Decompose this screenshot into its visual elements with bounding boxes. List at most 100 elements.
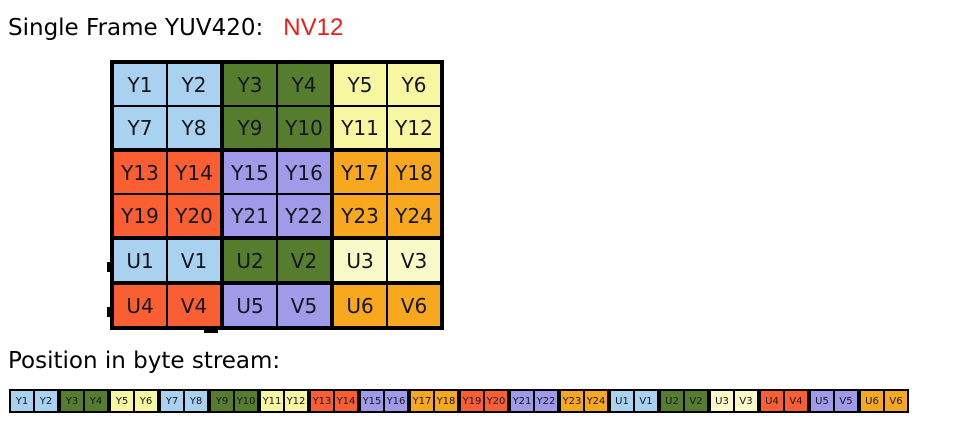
grid-cell-u6: U6 bbox=[333, 284, 387, 327]
grid-cell-y6: Y6 bbox=[387, 63, 441, 106]
grid-cell-v1: V1 bbox=[167, 239, 221, 282]
diagram-title: Single Frame YUV420: NV12 bbox=[8, 14, 343, 42]
stream-cell-y3: Y3 bbox=[60, 390, 84, 412]
grid-cell-y15: Y15 bbox=[223, 151, 277, 194]
grid-cell-y22: Y22 bbox=[277, 194, 331, 237]
stream-cell-v2: V2 bbox=[684, 390, 708, 412]
grid-cell-v2: V2 bbox=[277, 239, 331, 282]
grid-cell-y19: Y19 bbox=[113, 194, 167, 237]
grid-cell-y4: Y4 bbox=[277, 63, 331, 106]
stream-cell-u4: U4 bbox=[760, 390, 784, 412]
stream-cell-v1: V1 bbox=[634, 390, 658, 412]
grid-cell-u2: U2 bbox=[223, 239, 277, 282]
stream-cell-v3: V3 bbox=[734, 390, 758, 412]
stream-cell-u6: U6 bbox=[860, 390, 884, 412]
grid-cell-u3: U3 bbox=[333, 239, 387, 282]
artifact-mark bbox=[107, 262, 112, 272]
stream-cell-y5: Y5 bbox=[110, 390, 134, 412]
grid-cell-y9: Y9 bbox=[223, 106, 277, 149]
stream-cell-y22: Y22 bbox=[534, 390, 558, 412]
stream-cell-u3: U3 bbox=[710, 390, 734, 412]
stream-cell-y4: Y4 bbox=[84, 390, 108, 412]
stream-cell-v5: V5 bbox=[834, 390, 858, 412]
grid-cell-v3: V3 bbox=[387, 239, 441, 282]
grid-cell-y1: Y1 bbox=[113, 63, 167, 106]
grid-cell-y8: Y8 bbox=[167, 106, 221, 149]
stream-cell-y24: Y24 bbox=[584, 390, 608, 412]
artifact-mark bbox=[204, 328, 218, 333]
grid-cell-y14: Y14 bbox=[167, 151, 221, 194]
grid-cell-y18: Y18 bbox=[387, 151, 441, 194]
stream-cell-u5: U5 bbox=[810, 390, 834, 412]
grid-cell-y2: Y2 bbox=[167, 63, 221, 106]
stream-cell-y15: Y15 bbox=[360, 390, 384, 412]
grid-cell-y3: Y3 bbox=[223, 63, 277, 106]
grid-cell-y12: Y12 bbox=[387, 106, 441, 149]
stream-cell-y12: Y12 bbox=[284, 390, 308, 412]
stream-cell-y23: Y23 bbox=[560, 390, 584, 412]
stream-cell-y9: Y9 bbox=[210, 390, 234, 412]
stream-cell-y13: Y13 bbox=[310, 390, 334, 412]
grid-cell-u5: U5 bbox=[223, 284, 277, 327]
stream-cell-v6: V6 bbox=[884, 390, 908, 412]
grid-cell-y24: Y24 bbox=[387, 194, 441, 237]
grid-cell-v4: V4 bbox=[167, 284, 221, 327]
stream-cell-y2: Y2 bbox=[34, 390, 58, 412]
stream-cell-y11: Y11 bbox=[260, 390, 284, 412]
stream-cell-y21: Y21 bbox=[510, 390, 534, 412]
grid-cell-y7: Y7 bbox=[113, 106, 167, 149]
stream-cell-y7: Y7 bbox=[160, 390, 184, 412]
grid-cell-y21: Y21 bbox=[223, 194, 277, 237]
stream-cell-u2: U2 bbox=[660, 390, 684, 412]
title-text: Single Frame YUV420: bbox=[8, 15, 264, 41]
grid-cell-y10: Y10 bbox=[277, 106, 331, 149]
stream-cell-v4: V4 bbox=[784, 390, 808, 412]
artifact-mark bbox=[107, 307, 112, 317]
stream-cell-u1: U1 bbox=[610, 390, 634, 412]
grid-cell-y16: Y16 bbox=[277, 151, 331, 194]
stream-cell-y16: Y16 bbox=[384, 390, 408, 412]
stream-cell-y1: Y1 bbox=[10, 390, 34, 412]
